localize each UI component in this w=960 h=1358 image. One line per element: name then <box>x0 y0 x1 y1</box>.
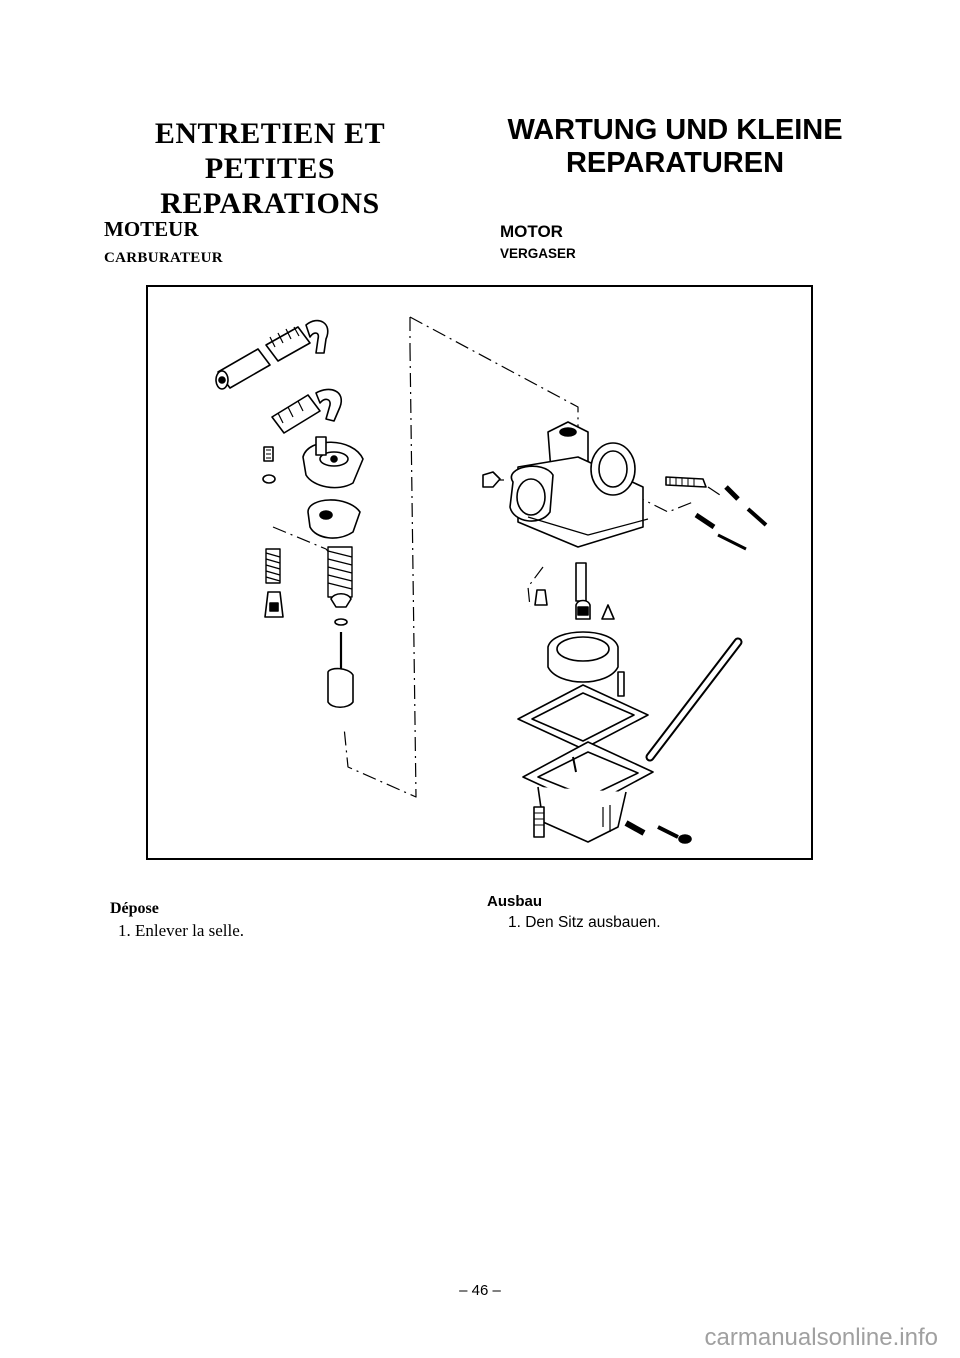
german-section-heading: MOTOR <box>500 222 563 241</box>
watermark: carmanualsonline.info <box>704 1324 938 1351</box>
french-title-line-1: ENTRETIEN ET <box>154 117 386 150</box>
french-subsection-heading: CARBURATEUR <box>104 250 223 266</box>
carburetor-body <box>482 421 649 548</box>
french-title-line-3: REPARATIONS <box>160 187 380 220</box>
french-title: ENTRETIEN ET PETITES REPARATIONS <box>100 116 440 221</box>
french-section-heading: MOTEUR <box>104 217 199 241</box>
small-screw-parts <box>262 446 276 484</box>
adjusting-screw-parts <box>665 476 768 551</box>
mixing-chamber-top <box>302 436 364 489</box>
french-step-1: 1. Enlever la selle. <box>118 921 245 940</box>
german-step-1: 1. Den Sitz ausbauen. <box>508 914 661 931</box>
german-title: WARTUNG UND KLEINE REPARATUREN <box>480 114 870 180</box>
german-title-line-2: REPARATUREN <box>565 147 785 179</box>
spring-parts <box>265 546 353 598</box>
page-number: – 46 – <box>459 1282 501 1299</box>
carburetor-exploded-diagram <box>146 285 813 860</box>
french-title-line-2: PETITES <box>204 152 336 185</box>
german-subsection-heading: VERGASER <box>500 246 576 261</box>
cable-adjuster-parts <box>215 319 343 434</box>
german-title-line-1: WARTUNG UND KLEINE <box>507 114 843 146</box>
german-removal-heading: Ausbau <box>487 893 543 910</box>
french-removal-heading: Dépose <box>110 900 159 917</box>
float-assembly <box>547 631 625 697</box>
